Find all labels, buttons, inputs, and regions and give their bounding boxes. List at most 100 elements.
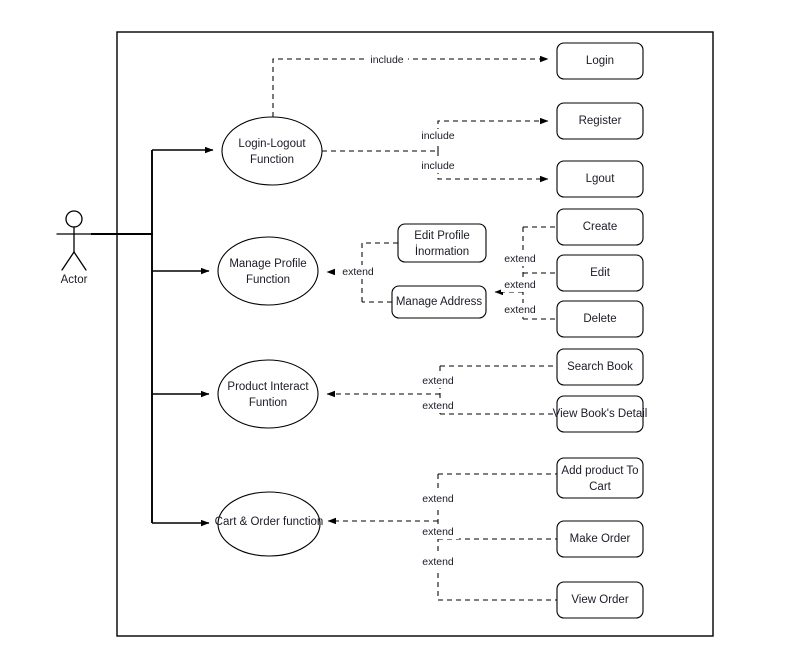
dep-edit-profile-to-branch	[361, 242, 398, 302]
label-bg	[419, 492, 459, 506]
use-case-box-group-search-book[interactable]: Search Book	[556, 348, 644, 386]
use-case-box-edit-profile-information[interactable]	[397, 223, 487, 263]
use-case-box-group-edit-profile-information[interactable]: Edit Profile İnormation	[397, 223, 487, 263]
use-case-box-make-order-label: Make Order	[570, 533, 631, 545]
use-case-box-group-create[interactable]: Create	[556, 208, 644, 246]
label-bg	[417, 159, 459, 173]
stereotype-extend-add-product-text: extend	[422, 493, 454, 505]
use-case-box-group-edit[interactable]: Edit	[556, 254, 644, 292]
actor-head	[65, 210, 83, 228]
use-case-manage-profile-label-line2: Function	[246, 274, 290, 286]
use-case-box-group-make-order[interactable]: Make Order	[556, 520, 644, 558]
use-case-box-group-view-books-detail[interactable]: View Book's Detail	[553, 395, 648, 433]
stereotype-extend-create: extend	[501, 252, 541, 266]
use-case-login-logout[interactable]	[221, 116, 323, 186]
stereotype-extend-search-book-text: extend	[422, 375, 454, 387]
use-case-box-create-label: Create	[583, 221, 618, 233]
use-case-box-edit-profile-information-label-line1: Edit Profile	[414, 230, 470, 242]
use-case-box-lgout[interactable]	[556, 160, 644, 198]
label-bg	[501, 278, 541, 292]
use-case-box-group-lgout[interactable]: Lgout	[556, 160, 644, 198]
use-case-box-view-order[interactable]	[556, 581, 644, 619]
stereotype-extend-search-book: extend	[419, 374, 459, 388]
use-case-manage-profile-label-line1: Manage Profile	[229, 258, 306, 270]
use-case-box-register[interactable]	[556, 102, 644, 140]
stereotype-extend-make-order: extend	[419, 525, 459, 539]
use-case-product-interact-label-line1: Product Interact	[227, 381, 309, 393]
use-case-box-manage-address-label: Manage Address	[396, 296, 483, 308]
use-case-product-interact[interactable]	[217, 359, 319, 429]
stereotype-extend-manage-profile-text: extend	[342, 266, 374, 278]
stereotype-include-login-text: include	[370, 54, 403, 66]
stereotype-extend-edit: extend	[501, 278, 541, 292]
stereotype-extend-make-order-text: extend	[422, 526, 454, 538]
stereotype-labels: include include include extend extend ex…	[339, 52, 541, 569]
actor-leg-right	[73, 251, 87, 271]
use-case-box-add-product-to-cart-label-line1: Add product To	[561, 465, 638, 477]
stereotype-extend-view-order-text: extend	[422, 556, 454, 568]
actor-leg-left	[61, 251, 75, 271]
stereotype-extend-manage-profile: extend	[339, 265, 379, 279]
use-case-group-product-interact[interactable]: Product Interact Funtion	[217, 359, 319, 429]
stereotype-extend-edit-text: extend	[504, 279, 536, 291]
use-case-box-add-product-to-cart[interactable]	[556, 457, 644, 499]
label-bg	[501, 303, 541, 317]
use-case-cart-order-label-line1: Cart & Order function	[215, 516, 324, 528]
use-case-product-interact-label-line2: Funtion	[249, 397, 287, 409]
use-case-group-login-logout[interactable]: Login-Logout Function	[221, 116, 323, 186]
stereotype-extend-create-text: extend	[504, 253, 536, 265]
use-case-box-group-register[interactable]: Register	[556, 102, 644, 140]
label-bg	[419, 374, 459, 388]
use-case-box-make-order[interactable]	[556, 520, 644, 558]
use-case-manage-profile[interactable]	[217, 236, 319, 306]
stereotype-extend-view-books-detail-text: extend	[422, 400, 454, 412]
label-bg	[366, 52, 408, 66]
use-case-box-login[interactable]	[556, 42, 644, 80]
use-case-box-group-add-product-to-cart[interactable]: Add product To Cart	[556, 457, 644, 499]
stereotype-extend-view-order: extend	[419, 555, 459, 569]
use-case-box-view-books-detail[interactable]	[556, 395, 644, 433]
label-bg	[419, 399, 459, 413]
use-case-box-edit-label: Edit	[590, 267, 611, 279]
stereotype-include-lgout-text: include	[421, 160, 454, 172]
use-case-box-delete[interactable]	[556, 300, 644, 338]
use-case-box-search-book[interactable]	[556, 348, 644, 386]
stereotype-include-register: include	[417, 129, 459, 143]
use-case-box-lgout-label: Lgout	[586, 173, 616, 185]
use-case-box-create[interactable]	[556, 208, 644, 246]
use-case-login-logout-label-line1: Login-Logout	[238, 138, 306, 150]
actor: Actor	[56, 210, 92, 286]
use-case-group-cart-order[interactable]: Cart & Order function	[215, 491, 324, 557]
label-bg	[419, 555, 459, 569]
use-case-box-login-label: Login	[586, 55, 614, 67]
label-bg	[417, 129, 459, 143]
stereotype-extend-delete: extend	[501, 303, 541, 317]
label-bg	[501, 252, 541, 266]
stereotype-extend-view-books-detail: extend	[419, 399, 459, 413]
use-case-box-add-product-to-cart-label-line2: Cart	[589, 481, 612, 493]
stereotype-include-register-text: include	[421, 130, 454, 142]
use-case-box-search-book-label: Search Book	[567, 361, 633, 373]
use-case-box-group-login[interactable]: Login	[556, 42, 644, 80]
actor-label: Actor	[61, 274, 88, 286]
use-case-box-delete-label: Delete	[583, 313, 616, 325]
use-case-box-view-books-detail-label: View Book's Detail	[553, 408, 648, 420]
use-case-box-edit-profile-information-label-line2: İnormation	[415, 245, 469, 258]
use-case-login-logout-label-line2: Function	[250, 154, 294, 166]
use-case-box-group-delete[interactable]: Delete	[556, 300, 644, 338]
use-case-box-view-order-label: View Order	[571, 594, 628, 606]
use-case-group-manage-profile[interactable]: Manage Profile Function	[217, 236, 319, 306]
stereotype-extend-delete-text: extend	[504, 304, 536, 316]
label-bg	[339, 265, 379, 279]
label-bg	[419, 525, 459, 539]
use-case-box-edit[interactable]	[556, 254, 644, 292]
use-case-box-register-label: Register	[579, 115, 622, 127]
use-case-box-group-manage-address[interactable]: Manage Address	[391, 285, 487, 319]
stereotype-extend-add-product: extend	[419, 492, 459, 506]
stereotype-include-login: include	[366, 52, 408, 66]
use-case-box-manage-address[interactable]	[391, 285, 487, 319]
association-lines	[91, 146, 214, 527]
use-case-box-group-view-order[interactable]: View Order	[556, 581, 644, 619]
use-case-cart-order[interactable]	[217, 491, 321, 557]
